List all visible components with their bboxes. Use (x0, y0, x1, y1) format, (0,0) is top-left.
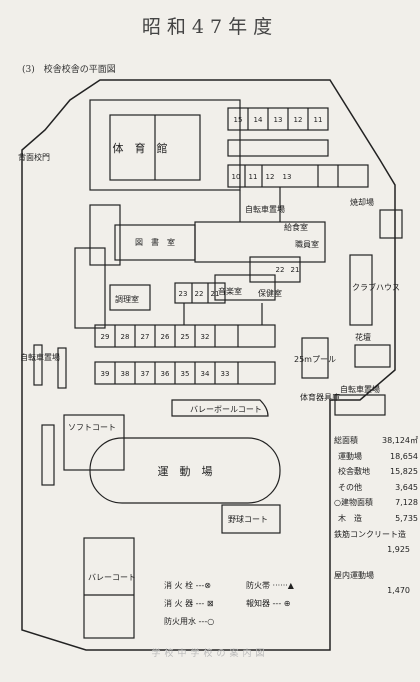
row-e-rooms: 22 21 (276, 266, 300, 274)
music-room-label: 音楽室 (218, 286, 242, 296)
room-number: 34 (201, 370, 210, 378)
stat-wood-value: 5,735 (395, 513, 418, 523)
storage-label: 体育器具庫 (300, 392, 340, 402)
staff-room-label: 職員室 (295, 239, 319, 249)
lunch-label: 給食室 (284, 222, 308, 232)
row-c-rooms: 29 28 27 26 25 32 (101, 333, 210, 341)
basketball-label: バレーコート (88, 573, 136, 582)
legend-firebreak-symbol: ······▲ (272, 581, 294, 590)
room-number: 21 (291, 266, 300, 274)
room-number: 22 (276, 266, 285, 274)
row-b-rooms: 10 11 12 13 (232, 173, 292, 181)
stat-floor-value: 7,128 (395, 498, 418, 508)
legend-firebreak: 防火帯 (246, 581, 270, 590)
legend-water-symbol: ---○ (198, 617, 215, 626)
room-number: 15 (234, 116, 243, 124)
legend-hydrant: 消 火 栓 (164, 581, 194, 590)
stat-total-value: 38,124㎡ (382, 436, 418, 445)
room-number: 13 (274, 116, 283, 124)
room-number: 14 (254, 116, 263, 124)
row-a-rooms: 15 14 13 12 11 (234, 116, 323, 124)
room-number: 28 (121, 333, 130, 341)
room-number: 13 (283, 173, 292, 181)
area-stats: 総面積 38,124㎡ 運動場 18,654 校舎敷地 15,825 その他 3,645… (334, 433, 418, 599)
room-number: 26 (161, 333, 170, 341)
stat-total-label: 総面積 (334, 436, 358, 445)
stat-field-label: 運動場 (338, 451, 362, 461)
softball-label: ソフトコート (68, 423, 116, 432)
room-number: 11 (249, 173, 258, 181)
baseball-label: 野球コート (228, 514, 268, 524)
volleyball-label: バレーボールコート (190, 405, 262, 414)
club-room-label: クラブハウス (352, 282, 400, 292)
room-number: 23 (179, 290, 188, 298)
row-d-rooms: 39 38 37 36 35 34 33 (101, 370, 230, 378)
room-number: 11 (314, 116, 323, 124)
pool-label: 25mプール (294, 355, 336, 364)
library-label: 図 書 室 (135, 237, 175, 247)
room-number: 39 (101, 370, 110, 378)
room-number: 37 (141, 370, 150, 378)
legend-hydrant-symbol: ---⊗ (195, 581, 212, 590)
bike-shed-left-label: 自転車置場 (20, 352, 60, 362)
room-number: 22 (195, 290, 204, 298)
legend-extinguisher: 消 火 器 (164, 599, 194, 608)
incinerator-label: 焼却場 (350, 197, 374, 207)
gym-label: 体 育 館 (113, 141, 168, 155)
row-f-rooms: 23 22 21 (179, 290, 220, 298)
stat-concrete-label: 鉄筋コンクリート造 (334, 529, 406, 539)
room-number: 32 (201, 333, 210, 341)
legend-alarm: 報知器 (246, 599, 270, 608)
stat-wood-label: 木 造 (338, 513, 362, 523)
room-number: 12 (294, 116, 303, 124)
stat-floor-label: ○建物面積 (334, 498, 373, 508)
stat-concrete-value: 1,925 (387, 545, 410, 555)
stat-indoor-value: 1,470 (387, 586, 410, 596)
room-number: 38 (121, 370, 130, 378)
legend-water: 防火用水 (164, 617, 196, 626)
room-number: 12 (266, 173, 275, 181)
nurse-room-label: 保健室 (258, 288, 282, 298)
field-label: 運 動 場 (158, 464, 213, 478)
stat-other-label: その他 (338, 482, 362, 492)
room-number: 36 (161, 370, 170, 378)
cooking-room-label: 調理室 (115, 294, 139, 304)
bike-shed-label: 自転車置場 (245, 204, 285, 214)
stat-indoor-label: 屋内運動場 (334, 570, 374, 580)
bike-shed-right-label: 自転車置場 (340, 384, 380, 394)
stat-other-value: 3,645 (395, 482, 418, 492)
stat-site-label: 校舎敷地 (338, 467, 370, 477)
room-number: 27 (141, 333, 150, 341)
garden-label: 花壇 (355, 332, 371, 342)
room-number: 33 (221, 370, 230, 378)
room-number: 21 (211, 290, 220, 298)
stat-site-value: 15,825 (390, 467, 418, 477)
legend-extinguisher-symbol: --- ⊠ (195, 599, 214, 608)
room-number: 35 (181, 370, 190, 378)
room-number: 29 (101, 333, 110, 341)
map-caption: (3) 校舎校舎の平面図 (22, 65, 116, 75)
room-number: 25 (181, 333, 190, 341)
stat-field-value: 18,654 (390, 451, 418, 461)
gate-left-label: 背面校門 (18, 152, 50, 162)
page-footer: 学校中学校の案内図 (151, 649, 269, 659)
legend-alarm-symbol: --- ⊕ (272, 599, 291, 608)
room-number: 10 (232, 173, 241, 181)
page-title: 昭和47年度 (141, 16, 279, 38)
